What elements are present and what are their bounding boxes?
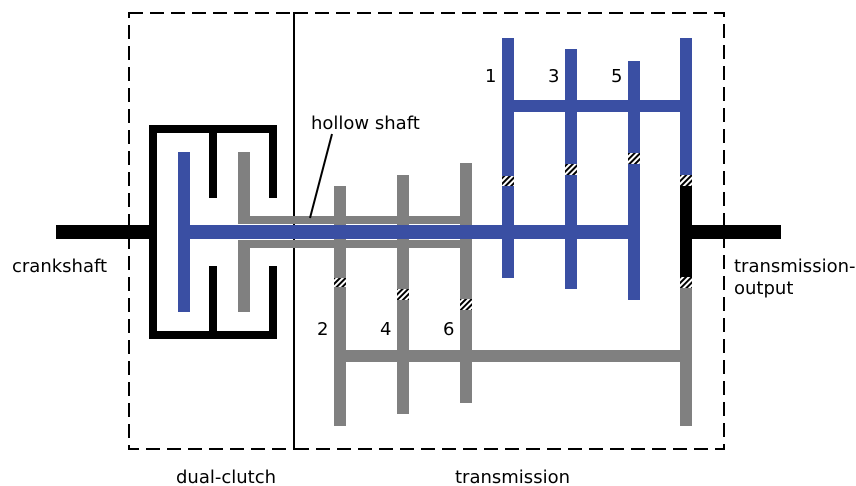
even-clutch-disc-bottom [238,248,250,312]
transmission-output-label-line1: transmission- [734,256,855,277]
output-gear-lower [680,288,692,426]
housing-bottom-inner-plate [209,266,217,339]
even-countershaft [334,350,692,362]
output-shaft [692,225,781,239]
mesh-output-lower [680,277,692,288]
gear-6-label: 6 [443,319,454,340]
transmission-output [680,186,781,277]
mesh-gear-1 [502,176,514,186]
gear-3-label: 3 [548,66,559,87]
housing-bottom-right-lip [269,266,277,339]
even-clutch-disc-top [238,152,250,216]
mesh-output-upper [680,175,692,186]
inner-shaft [178,225,639,239]
output-gear-upper [680,38,692,175]
hollow-shaft-bottom-wall [238,240,472,248]
hollow-shaft-pointer [309,133,333,219]
mesh-gear-2 [334,278,346,287]
hollow-shaft-top-wall [238,216,472,224]
odd-clutch-disc [178,152,190,312]
gear-5-upper [628,61,640,153]
odd-countershaft [502,100,692,112]
gear-6-lower [460,310,472,403]
housing-top-inner-plate [209,125,217,198]
gear-meshes [334,153,692,310]
gear-3-lower [565,175,577,289]
gear-1-upper [502,38,514,176]
dual-clutch-label: dual-clutch [176,467,276,486]
gear-4-lower [397,300,409,414]
mesh-gear-3 [565,164,577,175]
gear-5-label: 5 [611,66,622,87]
gear-2-label: 2 [317,319,328,340]
output-gear-center [680,186,692,277]
even-gear-countershaft [334,287,692,426]
housing-top-right-lip [269,125,277,198]
housing-left-wall [149,125,157,339]
hollow-shaft-label: hollow shaft [311,113,420,134]
gear-1-lower [502,186,514,278]
transmission-label: transmission [455,467,570,486]
mesh-gear-5 [628,153,640,164]
crankshaft [56,225,152,239]
gear-3-upper [565,49,577,164]
mesh-gear-4 [397,289,409,300]
gear-4-label: 4 [380,319,391,340]
odd-gear-shafts [178,38,692,312]
clutch-housing [56,125,277,339]
transmission-output-label-line2: output [734,278,793,299]
crankshaft-label: crankshaft [12,256,107,277]
gear-1-label: 1 [485,66,496,87]
gear-5-lower [628,164,640,300]
mesh-gear-6 [460,299,472,310]
gear-2-lower [334,287,346,426]
